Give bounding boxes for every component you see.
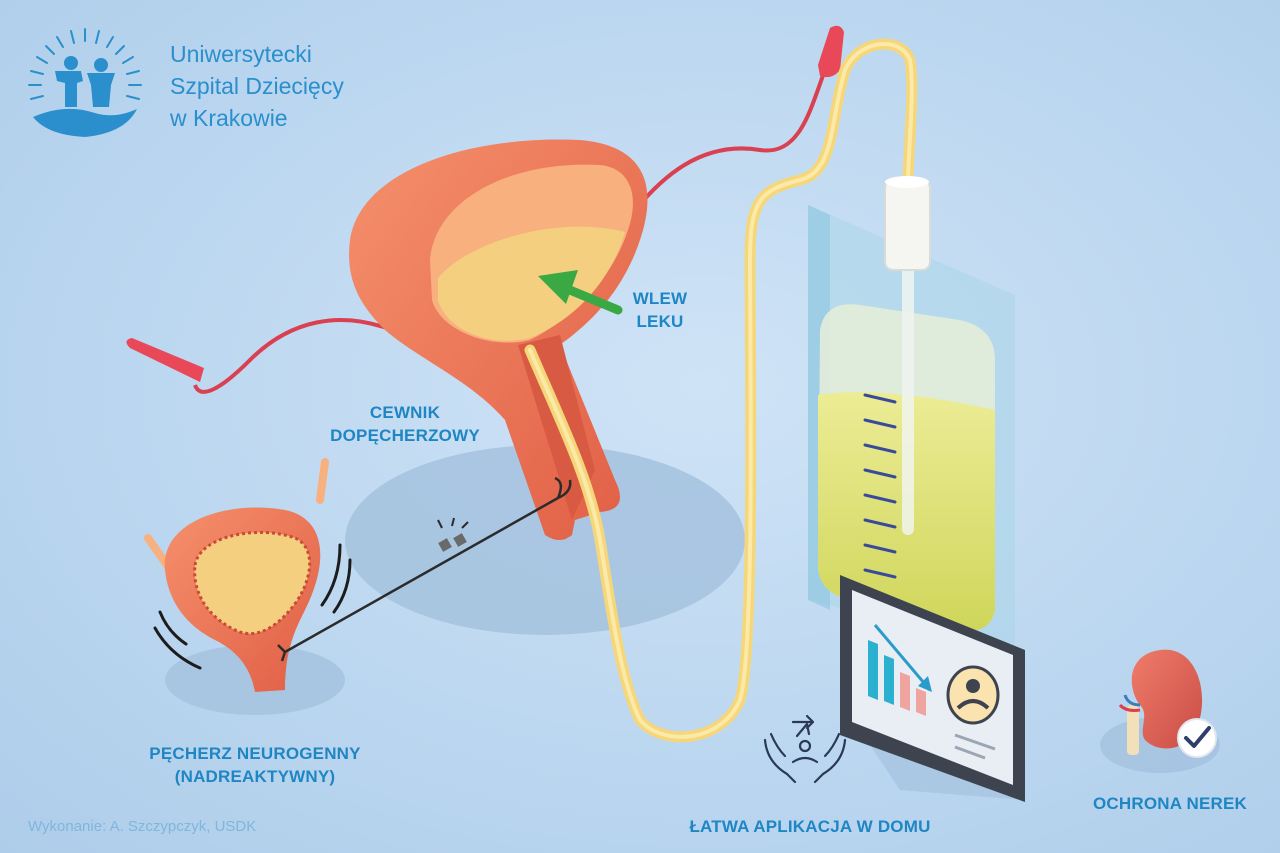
- infusion-label: WLEW LEKU: [620, 288, 700, 334]
- home-application-label: ŁATWA APLIKACJA W DOMU: [689, 817, 931, 836]
- author-credit: Wykonanie: A. Szczypczyk, USDK: [28, 818, 257, 835]
- catheter-label: CEWNIK DOPĘCHERZOWY: [310, 402, 500, 448]
- monitor-icon: [840, 575, 1025, 802]
- hospital-name: Uniwersytecki Szpital Dziecięcy w Krakow…: [170, 38, 344, 135]
- neurogenic-bladder-label: PĘCHERZ NEUROGENNY (NADREAKTYWNY): [130, 743, 380, 789]
- hospital-name-line-1: Uniwersytecki: [170, 41, 312, 67]
- ureter-right: [633, 25, 844, 212]
- hospital-name-line-2: Szpital Dziecięcy: [170, 73, 344, 100]
- infusion-bag-icon: [808, 176, 1015, 650]
- catheter-connector-icon: [277, 476, 572, 662]
- neurogenic-bladder-icon: [144, 458, 352, 692]
- hospital-name-line-3: w Krakowie: [170, 105, 288, 132]
- infusion-label-line-2: LEKU: [636, 311, 684, 331]
- caring-hands-icon: [763, 714, 847, 784]
- catheter-label-line-1: CEWNIK: [369, 403, 441, 422]
- checkmark-icon: [1177, 718, 1217, 758]
- ureter-left: [126, 318, 393, 394]
- catheter-icon: [524, 38, 918, 743]
- neurogenic-label-line-2: (NADREAKTYWNY): [174, 766, 336, 786]
- neurogenic-label-line-1: PĘCHERZ NEUROGENNY: [149, 744, 361, 763]
- hospital-logo-icon: [28, 28, 142, 137]
- kidney-protection-label: OCHRONA NEREK: [1092, 794, 1248, 813]
- green-arrow-icon: [538, 270, 623, 315]
- infusion-label-line-1: WLEW: [632, 289, 688, 308]
- catheter-label-line-2: DOPĘCHERZOWY: [330, 425, 480, 445]
